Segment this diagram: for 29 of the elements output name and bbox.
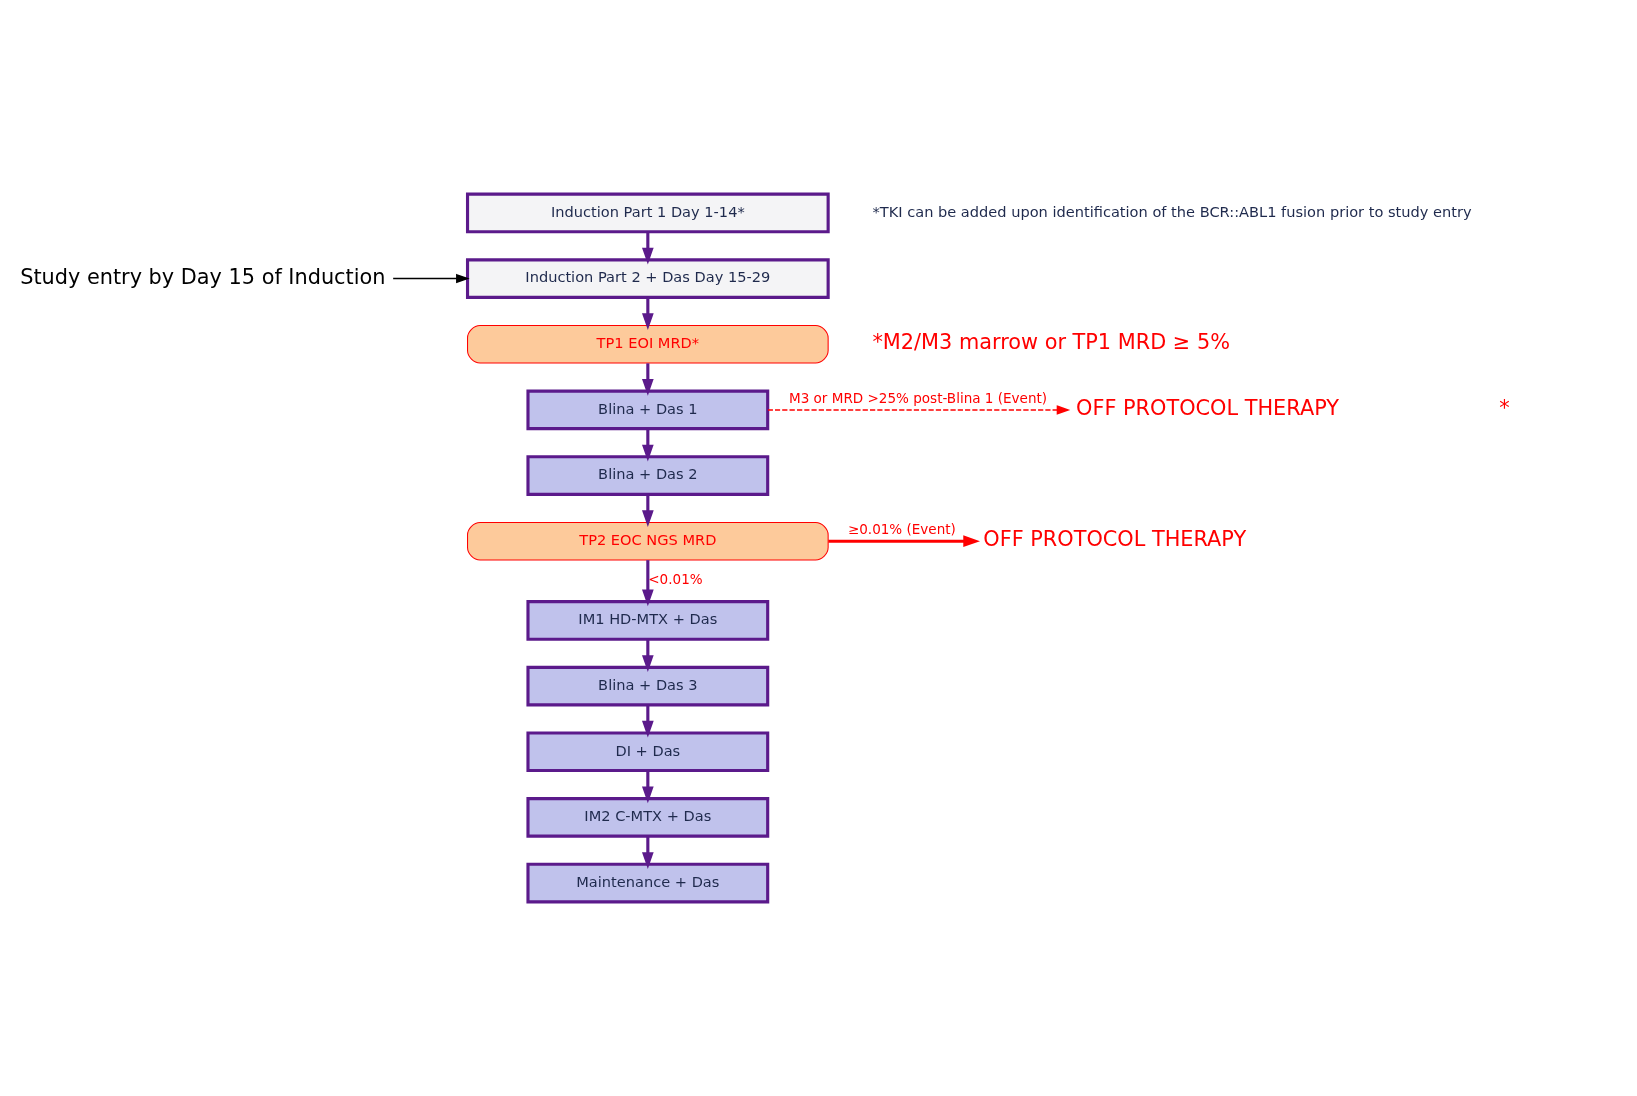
node-box: Maintenance + Das [526, 862, 770, 904]
node-box: IM1 HD-MTX + Das [526, 600, 770, 641]
arrow [392, 273, 470, 284]
arrow [642, 429, 654, 462]
node-box: Induction Part 1 Day 1-14* [465, 192, 830, 234]
arrow [828, 535, 980, 548]
node-box: Induction Part 2 + Das Day 15-29 [465, 258, 830, 299]
label: *TKI can be added upon identification of the BCR::ABL1 fusion prior to study entry [872, 202, 1472, 220]
arrow [767, 405, 1071, 415]
edge-label: ≥0.01% (Event) [847, 521, 956, 538]
arrow [642, 705, 654, 738]
arrow [642, 363, 654, 396]
arrow [642, 560, 654, 607]
node-text: Study entry by Day 15 of Induction [20, 264, 386, 289]
node-box: TP1 EOI MRD* [467, 324, 829, 364]
edge-label: M3 or MRD >25% post-Blina 1 (Event) [788, 390, 1048, 407]
arrow [642, 770, 654, 804]
label: * [1499, 396, 1510, 421]
label: *M2/M3 marrow or TP1 MRD ≥ 5% [872, 330, 1230, 355]
node-box: Blina + Das 2 [526, 455, 770, 496]
node-box: TP2 EOC NGS MRD [467, 521, 829, 561]
node-box: IM2 C-MTX + Das [526, 797, 770, 838]
node-text: OFF PROTOCOL THERAPY [1076, 396, 1339, 421]
edge-label: <0.01% [648, 571, 703, 588]
node-box: DI + Das [526, 731, 770, 773]
node-text: OFF PROTOCOL THERAPY [983, 527, 1247, 552]
arrow [642, 232, 654, 265]
node-box: Blina + Das 3 [526, 665, 770, 707]
node-box: Blina + Das 1 [526, 389, 770, 431]
